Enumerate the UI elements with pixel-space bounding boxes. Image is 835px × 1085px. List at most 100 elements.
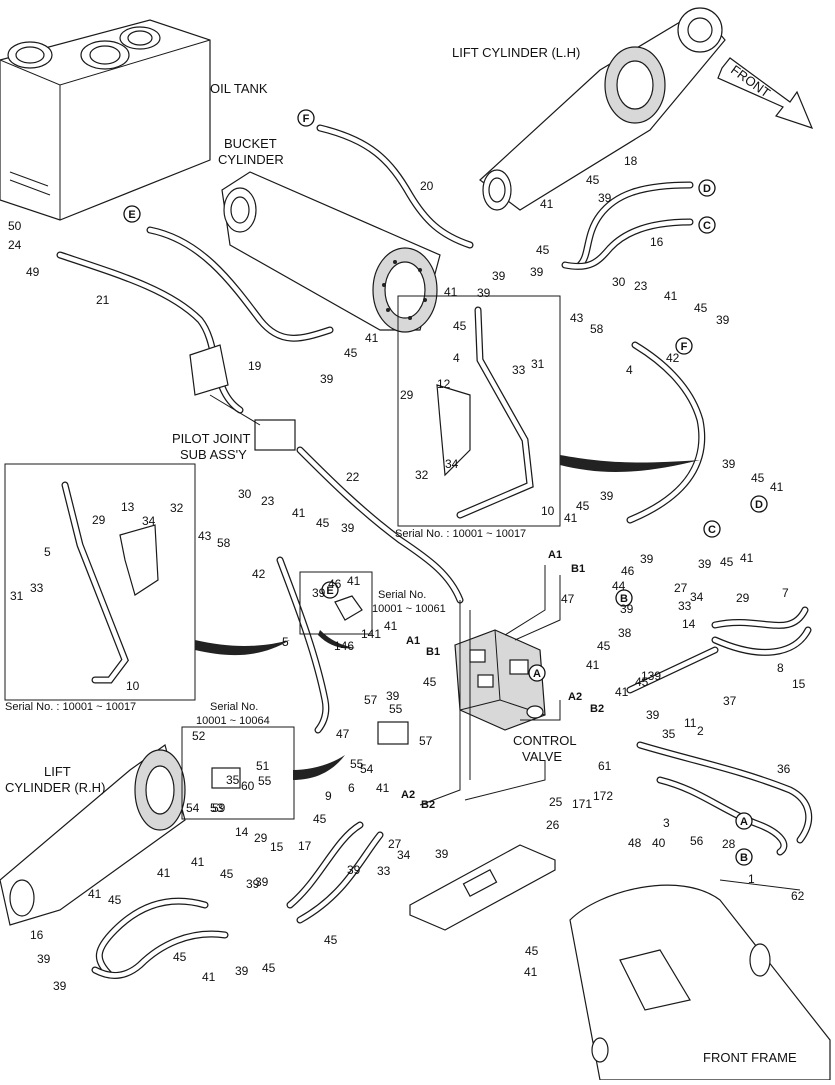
part-callout: 41: [740, 551, 754, 565]
part-callout: 27: [388, 837, 402, 851]
part-callout: 34: [690, 590, 704, 604]
part-callout: 12: [437, 377, 451, 391]
pipe-2-3: [636, 741, 813, 856]
port-label: B1: [571, 563, 585, 575]
part-callout: 45: [720, 555, 734, 569]
circle-tag-label: D: [703, 183, 711, 195]
part-callout: 45: [576, 499, 590, 513]
part-callout: 45: [423, 675, 437, 689]
part-callout: 22: [346, 470, 360, 484]
part-callout: 2: [697, 724, 704, 738]
port-label: B2: [590, 703, 604, 715]
part-callout: 41: [540, 197, 554, 211]
part-callout: 13: [121, 500, 135, 514]
part-callout: 45: [453, 319, 467, 333]
part-callout: 39: [320, 372, 334, 386]
detail-box-center-pipe: [436, 306, 534, 519]
detail-box-small-part: [334, 595, 363, 621]
detail-box-small: [299, 571, 373, 635]
part-callout: 34: [445, 457, 459, 471]
part-callout: 34: [397, 848, 411, 862]
part-callout: 33: [30, 581, 44, 595]
part-callout: 14: [682, 617, 696, 631]
part-callout: 172: [593, 789, 613, 803]
part-callout: 4: [453, 351, 460, 365]
part-callout: 56: [690, 834, 704, 848]
part-callout: 45: [173, 950, 187, 964]
part-callout: 32: [170, 501, 184, 515]
part-callout: 39: [600, 489, 614, 503]
part-callout: 33: [678, 599, 692, 613]
part-callout: 43: [570, 311, 584, 325]
part-callout: 36: [777, 762, 791, 776]
part-callout: 39: [347, 863, 361, 877]
part-callout: 39: [246, 877, 260, 891]
circle-tag-label: A: [533, 668, 541, 680]
part-callout: 9: [325, 789, 332, 803]
valve-leader-lines: [419, 600, 471, 806]
lift-cylinder-lh: [479, 7, 726, 211]
circle-tag-marker: [735, 812, 753, 830]
part-callout: 41: [444, 285, 458, 299]
part-callout: 39: [492, 269, 506, 283]
part-callout: 5: [282, 635, 289, 649]
part-callout: 49: [26, 265, 40, 279]
part-callout: 26: [546, 818, 560, 832]
lift-cylinder-rh: [0, 744, 186, 926]
part-callout: 46: [328, 577, 342, 591]
part-callout: 41: [770, 480, 784, 494]
circle-tag-label: E: [326, 585, 333, 597]
leader-wedge-bottom: [293, 755, 345, 780]
pilot-joint-caption-2: SUB ASS'Y: [180, 447, 247, 462]
part-callout: 45: [694, 301, 708, 315]
hose-4: [626, 341, 706, 524]
port-label: A1: [548, 549, 562, 561]
control-valve-caption-1: CONTROL: [513, 733, 577, 748]
part-callout: 11: [684, 716, 697, 730]
part-callout: 45: [313, 812, 327, 826]
part-callout: 18: [624, 154, 638, 168]
detail-box-bottom-serial-2: 10001 ~ 10064: [196, 715, 270, 727]
part-callout: 29: [92, 513, 106, 527]
part-callout: 39: [435, 847, 449, 861]
circle-tag-marker: [703, 520, 721, 538]
part-callout: 39: [255, 875, 269, 889]
port-label: A1: [406, 635, 420, 647]
part-callout: 58: [217, 536, 231, 550]
part-callout: 8: [777, 661, 784, 675]
port-leader-lines: [464, 565, 561, 801]
part-callout: 41: [524, 965, 538, 979]
part-callout: 42: [666, 351, 680, 365]
part-callout: 5: [44, 545, 51, 559]
part-callout: 41: [384, 619, 398, 633]
circle-tag-marker: [297, 109, 315, 127]
part-callout: 45: [324, 933, 338, 947]
circle-tag-label: F: [681, 341, 688, 353]
part-callout: 39: [235, 964, 249, 978]
part-callout: 41: [202, 970, 216, 984]
part-callout: 39: [530, 265, 544, 279]
leader-wedge-small: [318, 630, 355, 649]
detail-box-left-serial: Serial No. : 10001 ~ 10017: [5, 701, 136, 713]
detail-box-bottom-serial-1: Serial No.: [210, 701, 258, 713]
part-callout: 60: [241, 779, 255, 793]
part-callout: 15: [270, 840, 284, 854]
part-callout: 29: [736, 591, 750, 605]
part-callout: 54: [360, 762, 374, 776]
port-label: A2: [568, 691, 582, 703]
part-callout: 146: [334, 639, 354, 653]
hose-20: [316, 124, 474, 249]
part-callout: 23: [634, 279, 648, 293]
front-frame-caption: FRONT FRAME: [703, 1050, 797, 1065]
part-callout: 141: [361, 627, 381, 641]
part-callout: 42: [252, 567, 266, 581]
part-callout: 6: [348, 781, 355, 795]
part-callout: 62: [791, 889, 805, 903]
part-callout: 39: [37, 952, 51, 966]
circle-tag-label: D: [755, 499, 763, 511]
front-arrow: FRONT: [717, 57, 814, 129]
port-label: B2: [421, 799, 435, 811]
part-callout: 58: [590, 322, 604, 336]
